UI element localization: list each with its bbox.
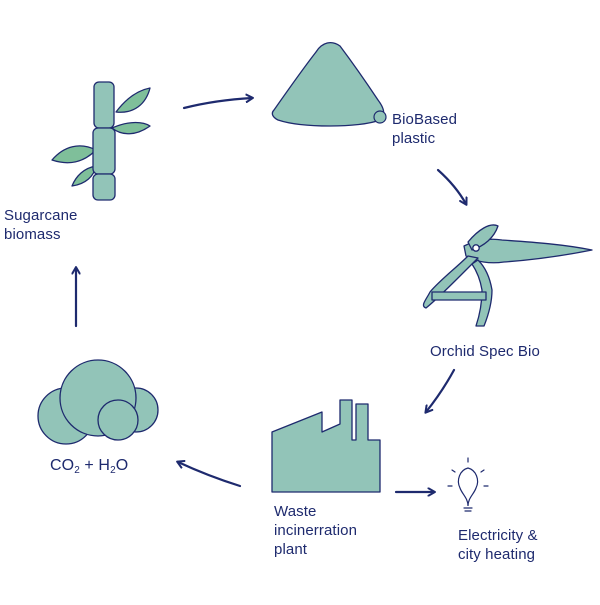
arrows	[76, 98, 466, 492]
factory-icon	[271, 399, 381, 493]
arrow-plant-to-co2	[178, 462, 242, 488]
co2-h2o-label: CO2 + H2O	[50, 456, 128, 480]
h2-subscript: 2	[110, 465, 116, 476]
sugarcane-icon	[51, 81, 151, 201]
biobased-plastic-label: BioBased plastic	[392, 110, 457, 148]
electricity-line-1: Electricity &	[458, 527, 538, 544]
cloud-icon	[37, 359, 159, 445]
lightbulb-icon	[447, 457, 489, 512]
sugarcane-label: Sugarcane biomass	[4, 206, 77, 244]
sugarcane-line-2: biomass	[4, 226, 61, 243]
o-text: O	[115, 457, 129, 474]
sugarcane-line-1: Sugarcane	[4, 207, 78, 224]
speculum-icon	[422, 224, 593, 327]
orchid-spec-label: Orchid Spec Bio	[430, 342, 540, 361]
co2-subscript: 2	[74, 465, 80, 476]
waste-plant-line-3: plant	[274, 541, 308, 558]
co2-text: CO	[50, 457, 75, 474]
arrow-plastic-to-speculum	[436, 168, 466, 204]
electricity-line-2: city heating	[458, 546, 536, 563]
electricity-label: Electricity & city heating	[458, 526, 538, 564]
waste-plant-line-1: Waste	[274, 503, 317, 520]
biobased-plastic-line-2: plastic	[392, 130, 436, 147]
waste-plant-label: Waste incinerration plant	[274, 502, 357, 559]
waste-plant-line-2: incinerration	[274, 522, 358, 539]
plastic-pile-icon	[271, 41, 387, 127]
plus-h-text: + H	[79, 457, 111, 474]
orchid-spec-line-1: Orchid Spec Bio	[430, 343, 540, 360]
arrow-speculum-to-plant	[426, 368, 456, 412]
biobased-plastic-line-1: BioBased	[392, 111, 458, 128]
arrow-sugarcane-to-plastic	[182, 98, 252, 110]
